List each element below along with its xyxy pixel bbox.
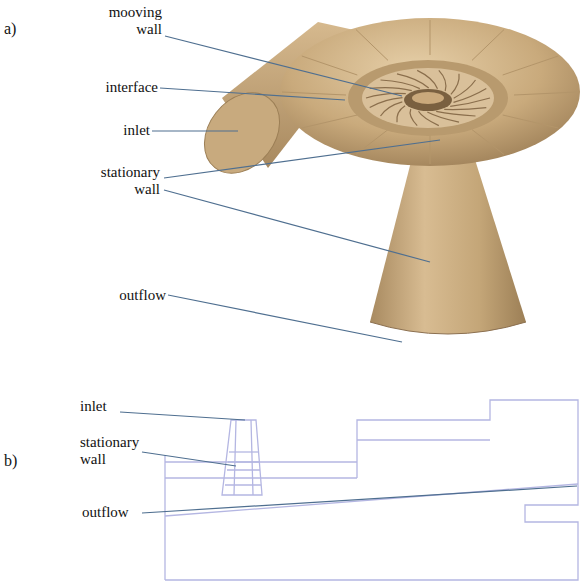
runner-interface bbox=[362, 68, 494, 128]
casing-seam bbox=[356, 30, 388, 61]
casing-seam bbox=[430, 135, 431, 164]
casing-seam bbox=[514, 92, 578, 95]
casing-seam bbox=[472, 130, 504, 155]
casing-seam bbox=[472, 30, 504, 61]
part-label: stationary wall bbox=[76, 164, 160, 198]
part-label: stationary wall bbox=[80, 434, 142, 468]
casing-seam bbox=[430, 20, 431, 55]
draft-tube-rim bbox=[370, 322, 526, 334]
runner-blade bbox=[454, 88, 487, 102]
runner-blade bbox=[417, 70, 437, 88]
runner-blade bbox=[397, 106, 405, 123]
part-label: mooving wall bbox=[96, 4, 162, 38]
inlet-face bbox=[189, 78, 295, 188]
runner-blade bbox=[419, 111, 439, 125]
casing-seam bbox=[503, 56, 559, 75]
runner-blade bbox=[370, 98, 403, 108]
runner-blade bbox=[451, 74, 459, 95]
panel-letter: a) bbox=[4, 20, 44, 37]
panel-letter: b) bbox=[4, 452, 44, 469]
part-label: outflow bbox=[82, 504, 162, 521]
casing-seam bbox=[302, 115, 358, 128]
leader-lines-a bbox=[152, 36, 440, 342]
leader-lines-b bbox=[120, 412, 577, 513]
part-label: interface bbox=[86, 79, 158, 96]
stay-ring bbox=[348, 60, 508, 136]
casing-seam bbox=[503, 115, 559, 128]
part-label: outflow bbox=[90, 287, 166, 304]
runner-blade bbox=[439, 70, 446, 91]
runner-blades bbox=[366, 70, 490, 125]
hub-cap bbox=[412, 92, 444, 104]
casing-segments bbox=[282, 20, 578, 164]
runner-blade bbox=[410, 109, 417, 126]
casing-seam bbox=[282, 92, 346, 95]
runner-blade bbox=[381, 80, 420, 89]
part-label: inlet bbox=[80, 398, 140, 415]
runner-hub bbox=[404, 89, 452, 111]
runner-blade bbox=[444, 108, 486, 110]
runner-blade bbox=[397, 74, 429, 88]
spiral-casing bbox=[280, 18, 580, 166]
draft-tube bbox=[370, 150, 526, 334]
part-label: inlet bbox=[90, 122, 150, 139]
runner-blade bbox=[381, 102, 403, 116]
runner-blade bbox=[427, 112, 459, 122]
runner-blade bbox=[436, 111, 475, 116]
